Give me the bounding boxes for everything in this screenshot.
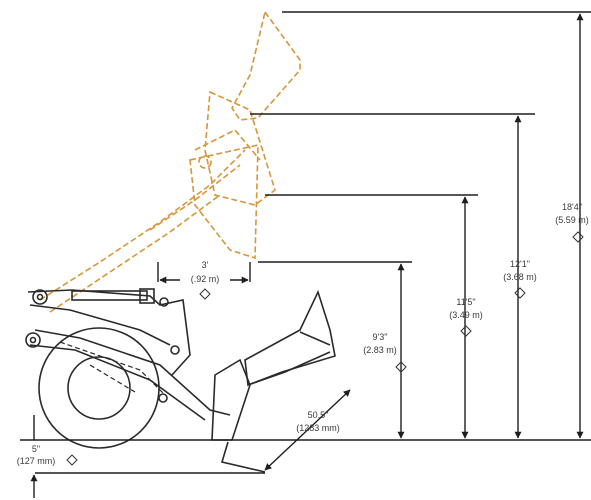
diamond-icon [514,287,526,299]
diamond-icon [199,288,211,300]
loader-machine [25,288,336,473]
overall-height-imperial: 18'4" [562,202,582,212]
overall-height-metric: (5.59 m) [555,215,589,225]
diamond-icon [572,231,584,243]
dig-depth-imperial: 5" [32,444,40,454]
dimension-arrows [30,13,584,498]
pin-height-mid-imperial: 11'5" [456,297,475,307]
diamond-icon [66,454,78,466]
reach-metric: (.92 m) [191,274,220,284]
reference-lines [20,11,591,474]
wheel [38,327,160,449]
pin-height-mid-metric: (3.49 m) [449,310,483,320]
dig-depth-metric: (127 mm) [17,456,56,466]
dump-height-metric: (2.83 m) [363,345,397,355]
diamond-icon [460,325,472,337]
raised-position-outline [39,10,301,313]
dump-height-imperial: 9'3" [373,332,388,342]
bucket-depth-metric: (1283 mm) [296,423,340,433]
pin-height-high-imperial: 12'1" [510,259,530,269]
pin-height-high-metric: (3.68 m) [503,272,537,282]
reach-imperial: 3' [202,260,209,270]
bucket-depth-arrow [264,389,351,471]
diamond-icon [395,361,407,373]
dimension-labels: 3' (.92 m) 9'3" (2.83 m) 11'5" (3.49 m) … [17,202,589,466]
bucket-depth-imperial: 50.5" [308,410,329,420]
